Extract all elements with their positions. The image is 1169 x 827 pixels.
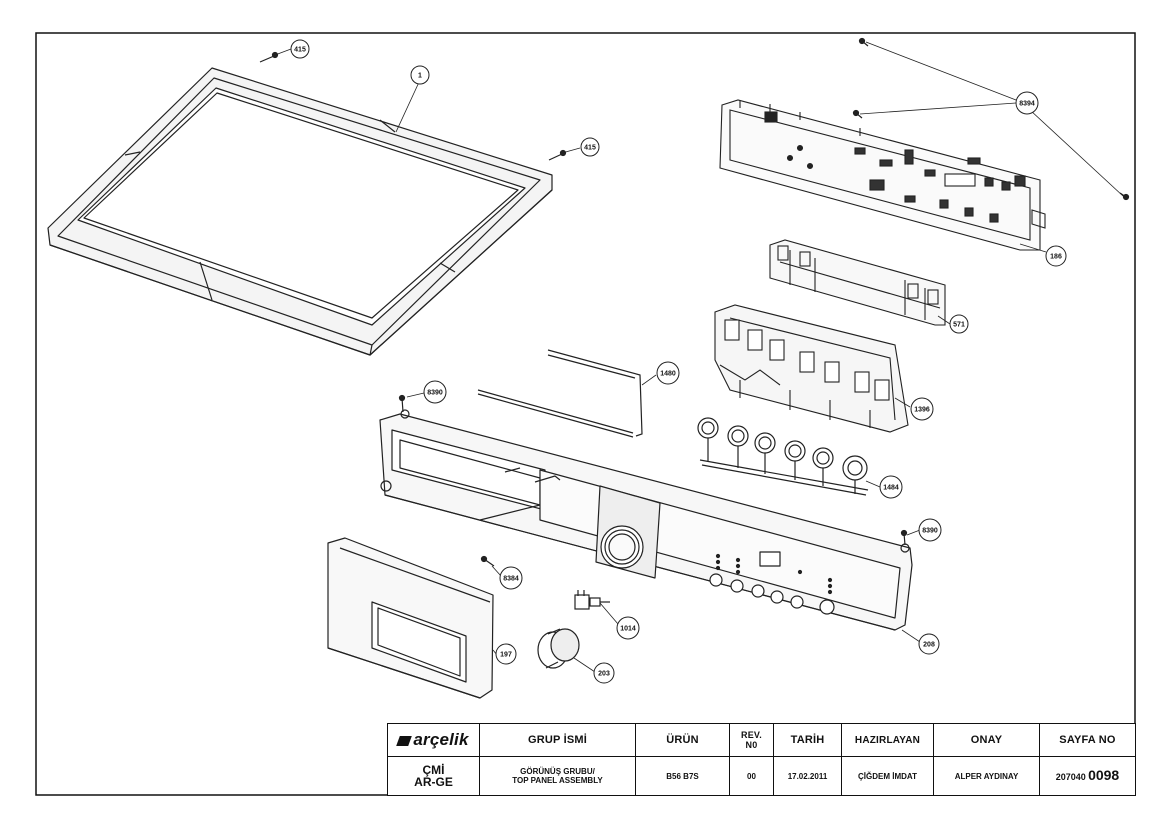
dept-line1: ÇMİ — [422, 763, 445, 777]
callout-bubble: 415 — [290, 39, 310, 59]
prepared-by-value: ÇİĞDEM İMDAT — [841, 756, 934, 796]
product-value: B56 B7S — [635, 756, 730, 796]
light-pipe-part — [477, 349, 643, 438]
callout-bubble: 197 — [495, 643, 517, 665]
prepared-by-header: HAZIRLAYAN — [841, 723, 934, 757]
svg-text:197: 197 — [500, 652, 512, 659]
title-block-header-row: arçelik GRUP İSMİ ÜRÜN REV.N0 TARİH HAZI… — [387, 723, 1136, 757]
callout-bubble: 203 — [593, 662, 615, 684]
screw-part — [398, 394, 406, 413]
encoder-part — [574, 590, 610, 610]
callout-bubble: 1 — [410, 65, 430, 85]
rev-value: 00 — [729, 756, 774, 796]
callout-bubble: 208 — [918, 633, 940, 655]
screw-part — [858, 37, 869, 47]
callout-bubble: 1396 — [910, 397, 934, 421]
control-panel-part — [379, 409, 913, 631]
svg-text:8384: 8384 — [503, 576, 519, 583]
approved-value: ALPER AYDINAY — [933, 756, 1040, 796]
screw-part — [1119, 192, 1130, 201]
svg-text:8390: 8390 — [427, 390, 443, 397]
page-no-value: 207040 0098 — [1039, 756, 1136, 796]
svg-text:208: 208 — [923, 642, 935, 649]
top-cover-part — [47, 67, 553, 356]
rev-header: REV.N0 — [729, 723, 774, 757]
svg-text:415: 415 — [294, 47, 306, 54]
callout-bubble: 415 — [580, 137, 600, 157]
callout-bubble: 8390 — [918, 518, 942, 542]
page-no-header: SAYFA NO — [1039, 723, 1136, 757]
arcelik-logo-icon — [396, 736, 413, 746]
approved-header: ONAY — [933, 723, 1040, 757]
svg-text:186: 186 — [1050, 254, 1062, 261]
svg-text:571: 571 — [953, 322, 965, 329]
push-buttons-part — [697, 417, 869, 496]
callout-bubble: 1014 — [616, 616, 640, 640]
svg-text:1014: 1014 — [620, 626, 636, 633]
svg-text:1480: 1480 — [660, 371, 676, 378]
svg-text:203: 203 — [598, 671, 610, 678]
company-logo: arçelik — [413, 730, 469, 749]
screw-part — [259, 51, 279, 63]
group-name-value: GÖRÜNÜŞ GRUBU/TOP PANEL ASSEMBLY — [479, 756, 636, 796]
screw-part — [900, 529, 908, 546]
rev-header-line2: N0 — [745, 740, 758, 750]
drawer-handle-part — [327, 537, 494, 699]
dept-line2: AR-GE — [414, 775, 453, 789]
screw-part — [548, 149, 567, 161]
svg-text:415: 415 — [584, 145, 596, 152]
callout-bubble: 571 — [949, 314, 969, 334]
button-holder-part — [714, 304, 909, 433]
page-prefix: 207040 — [1055, 771, 1086, 782]
title-block-table: arçelik GRUP İSMİ ÜRÜN REV.N0 TARİH HAZI… — [387, 723, 1136, 796]
date-value: 17.02.2011 — [773, 756, 842, 796]
page-number: 0098 — [1088, 766, 1120, 783]
svg-text:1: 1 — [418, 73, 422, 80]
svg-text:1396: 1396 — [914, 407, 930, 414]
group-name-line2: TOP PANEL ASSEMBLY — [512, 776, 603, 785]
knob-part — [537, 628, 580, 669]
svg-text:8390: 8390 — [922, 528, 938, 535]
svg-text:1484: 1484 — [883, 485, 899, 492]
callout-bubble: 1480 — [656, 361, 680, 385]
callout-bubble: 1484 — [879, 475, 903, 499]
date-header: TARİH — [773, 723, 842, 757]
product-header: ÜRÜN — [635, 723, 730, 757]
pcb-board-part — [719, 99, 1046, 251]
svg-text:8394: 8394 — [1019, 101, 1035, 108]
callout-bubble: 186 — [1045, 245, 1067, 267]
rev-header-line1: REV. — [741, 730, 762, 740]
screw-part — [480, 555, 495, 567]
leader-lines — [274, 41, 1124, 673]
holder-bracket-part — [769, 239, 946, 326]
logo-cell: arçelik — [387, 723, 480, 757]
group-name-line1: GÖRÜNÜŞ GRUBU/ — [520, 767, 595, 776]
callout-bubble: 8384 — [499, 566, 523, 590]
callout-bubble: 8390 — [423, 380, 447, 404]
screw-part — [852, 109, 863, 119]
callout-bubble: 8394 — [1015, 91, 1039, 115]
group-name-header: GRUP İSMİ — [479, 723, 636, 757]
